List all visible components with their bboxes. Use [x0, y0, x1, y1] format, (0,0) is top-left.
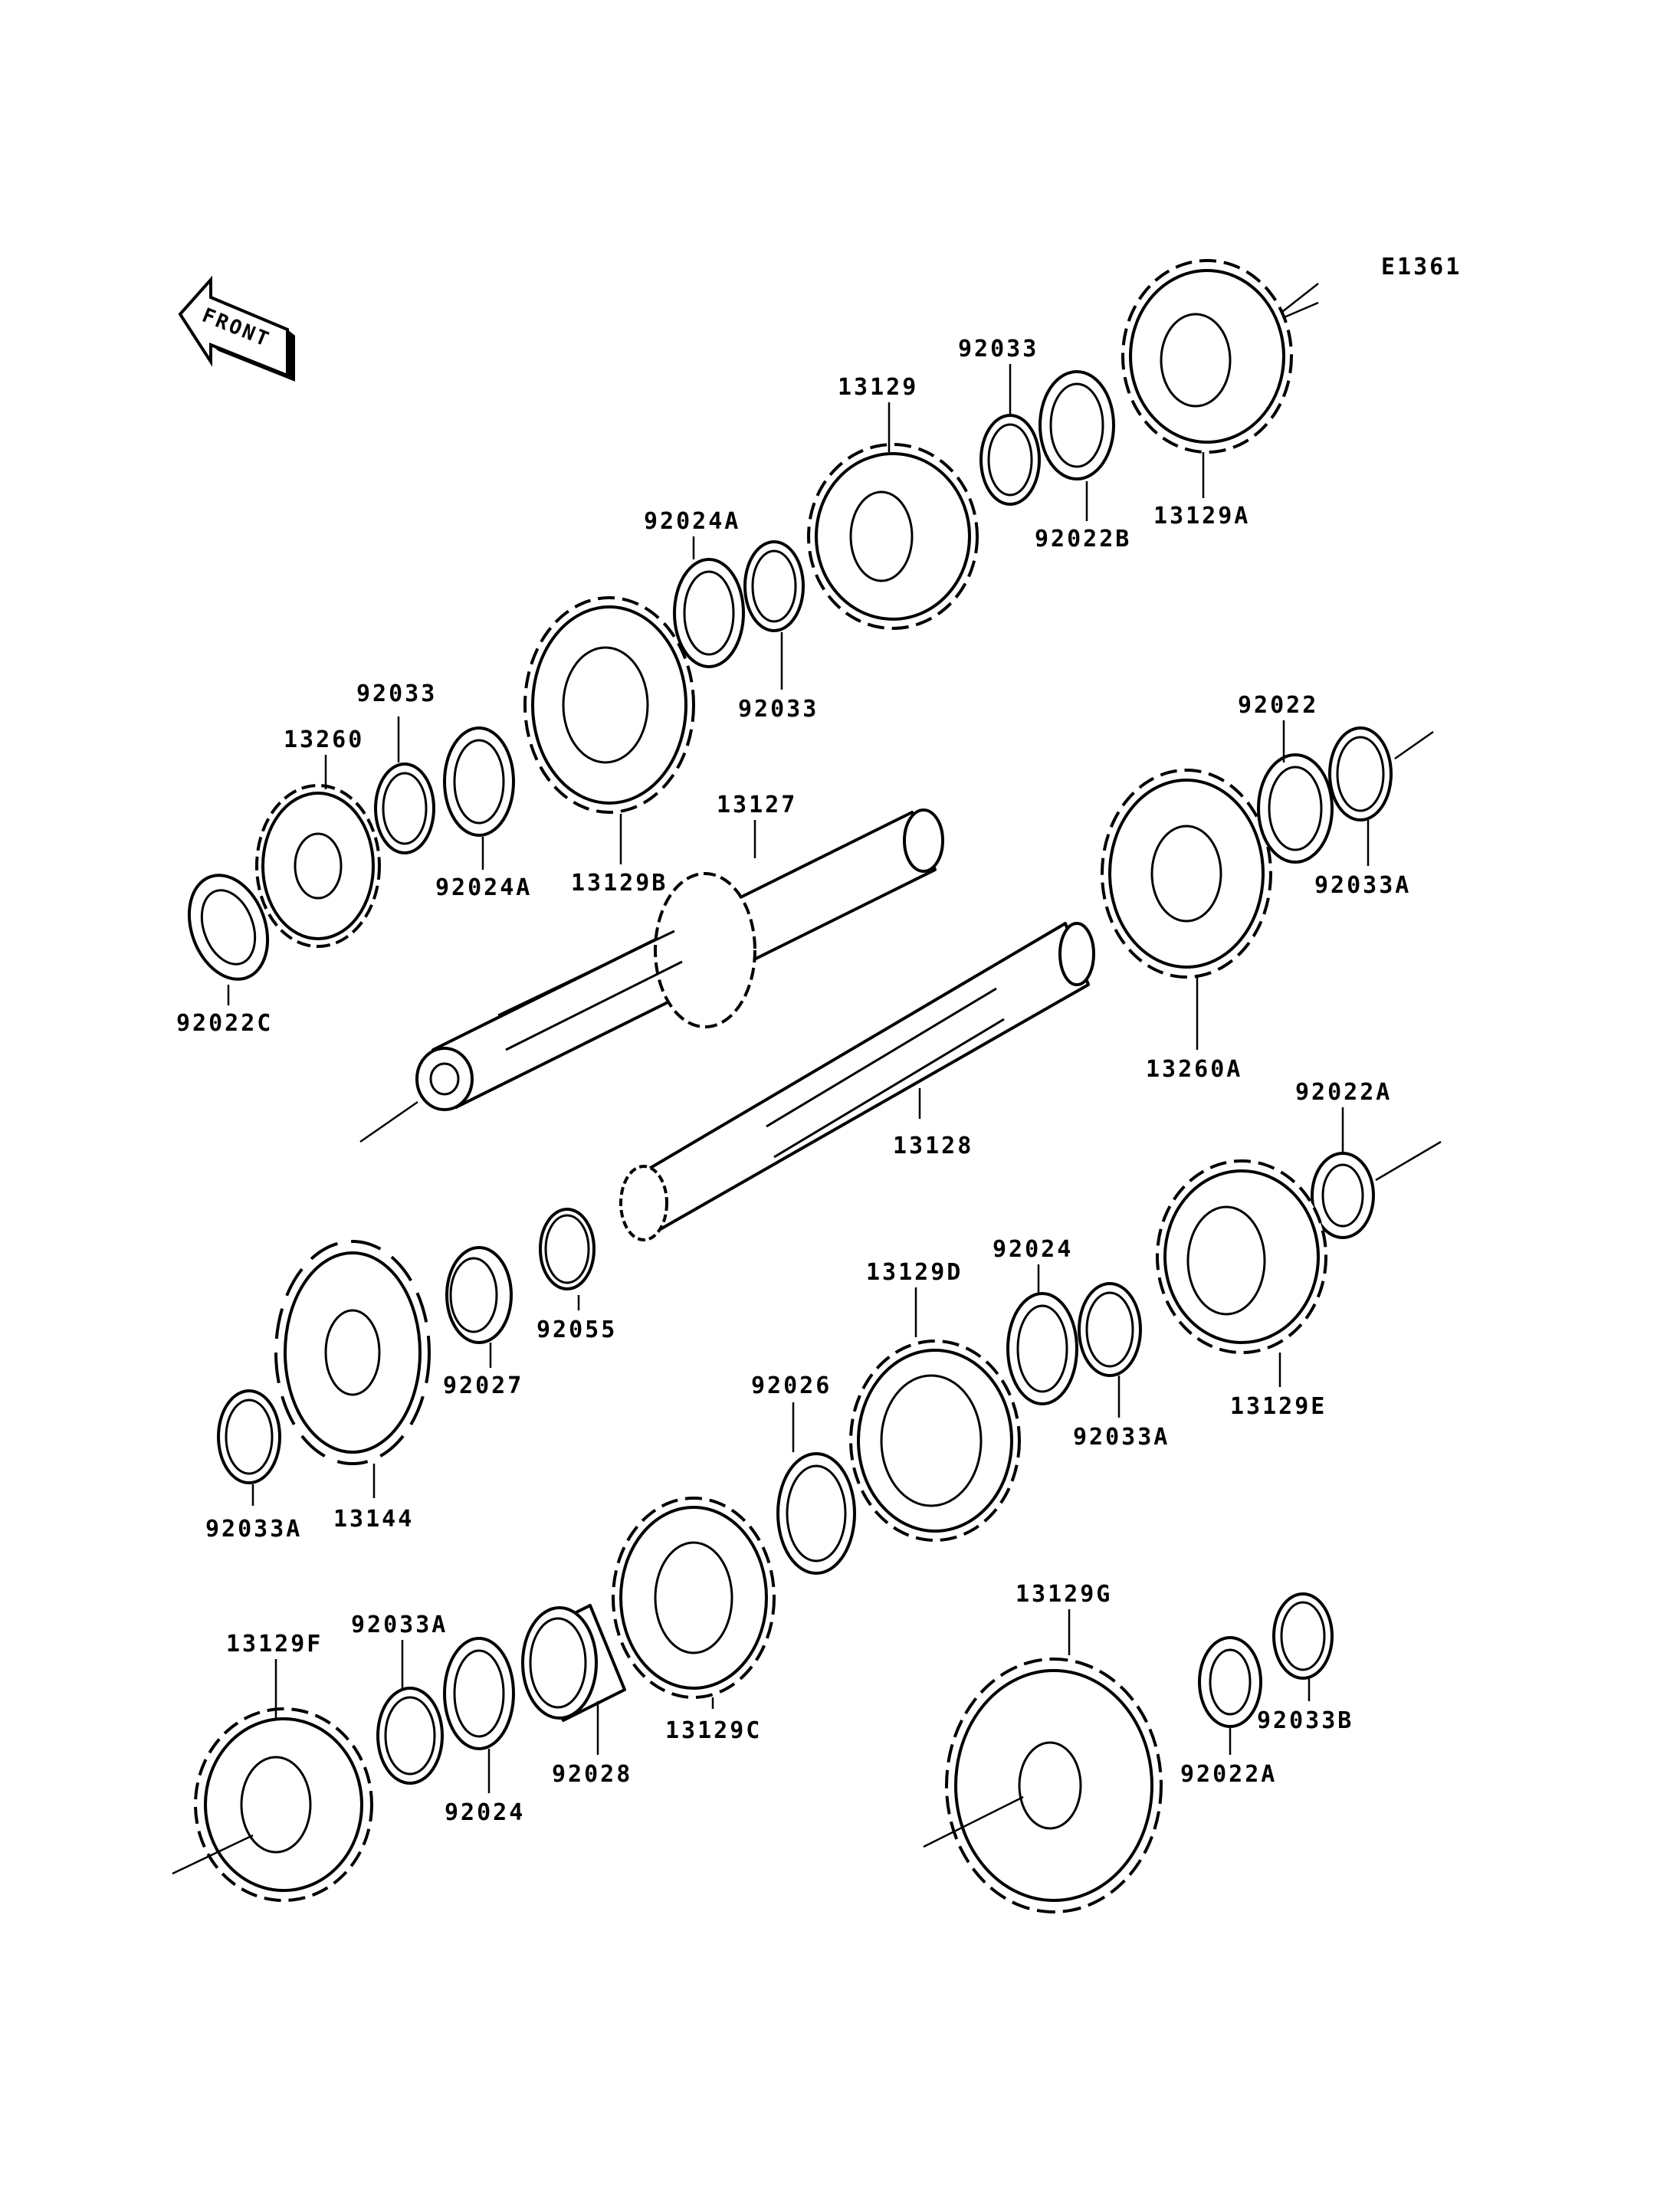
washer-92022B — [1039, 370, 1115, 480]
shaft-13127 — [415, 808, 944, 1111]
washer-92024-a — [1006, 1292, 1078, 1405]
label-92033-b: 92033 — [738, 696, 819, 723]
ring-92055 — [539, 1208, 596, 1290]
circlip-92033A-d — [376, 1687, 444, 1785]
label-92022B: 92022B — [1035, 526, 1131, 553]
gear-13260 — [255, 784, 381, 948]
washer-92026 — [776, 1452, 856, 1575]
washer-92022A-a — [1311, 1152, 1375, 1239]
axis-line — [1394, 730, 1434, 760]
label-13260: 13260 — [284, 726, 364, 753]
washer-92024-b — [443, 1637, 515, 1750]
bushing-92027 — [445, 1246, 513, 1344]
axis-line — [359, 1100, 418, 1143]
label-92033A-a: 92033A — [1314, 872, 1411, 899]
sprocket-13144 — [274, 1240, 431, 1465]
label-13129D: 13129D — [866, 1259, 963, 1286]
gear-13129 — [807, 443, 979, 630]
washer-92022 — [1257, 753, 1334, 864]
label-13129: 13129 — [838, 374, 918, 401]
label-92024A-a: 92024A — [435, 874, 532, 901]
circlip-92033-b — [743, 540, 805, 632]
label-92033-c: 92033 — [958, 336, 1039, 362]
circlip-92033B — [1272, 1592, 1334, 1680]
washer-92024A-b — [673, 558, 745, 668]
label-13128: 13128 — [893, 1133, 973, 1159]
circlip-92033A-b — [217, 1389, 281, 1484]
washer-92022C — [187, 874, 270, 981]
label-92033B: 92033B — [1257, 1707, 1354, 1734]
label-92026: 92026 — [751, 1372, 832, 1399]
label-92033-a: 92033 — [356, 680, 437, 707]
circlip-92033A-a — [1328, 726, 1393, 821]
label-13129A: 13129A — [1153, 503, 1250, 530]
gear-13129B — [523, 596, 695, 814]
label-92022A-b: 92022A — [1180, 1761, 1277, 1788]
label-92033A-d: 92033A — [351, 1612, 448, 1638]
label-92028: 92028 — [552, 1761, 632, 1788]
label-13260A: 13260A — [1146, 1056, 1242, 1083]
label-92022C: 92022C — [176, 1010, 273, 1037]
front-arrow-icon: FRONT — [178, 275, 295, 382]
label-92024A-b: 92024A — [644, 508, 740, 535]
label-92033A-c: 92033A — [1073, 1424, 1170, 1451]
gear-13129C — [612, 1497, 776, 1699]
gear-13129F — [194, 1707, 373, 1902]
washer-92022A-b — [1198, 1636, 1262, 1728]
gear-13129G — [945, 1658, 1163, 1913]
label-13129F: 13129F — [226, 1631, 323, 1658]
label-13144: 13144 — [333, 1506, 414, 1533]
gear-13129A — [1121, 259, 1293, 454]
gear-13129D — [849, 1340, 1021, 1542]
circlip-92033-c — [979, 414, 1041, 506]
label-13129E: 13129E — [1230, 1393, 1327, 1420]
label-92022A-a: 92022A — [1295, 1079, 1392, 1106]
label-92024-b: 92024 — [445, 1799, 525, 1826]
diagram-code: E1361 — [1381, 254, 1462, 280]
axis-line — [172, 1834, 254, 1875]
label-13129G: 13129G — [1016, 1581, 1112, 1608]
bushing-92028 — [521, 1604, 626, 1722]
shaft-13128 — [619, 922, 1095, 1241]
label-92055: 92055 — [536, 1317, 617, 1343]
washer-92024A-a — [443, 726, 515, 837]
label-13129C: 13129C — [665, 1717, 762, 1744]
label-92027: 92027 — [443, 1372, 523, 1399]
gear-13260A — [1101, 769, 1272, 979]
axis-line — [1375, 1140, 1442, 1182]
circlip-92033-a — [374, 762, 435, 854]
label-92033A-b: 92033A — [205, 1516, 302, 1543]
label-92022: 92022 — [1238, 692, 1318, 719]
label-13127: 13127 — [717, 792, 797, 818]
gear-13129E — [1156, 1159, 1327, 1354]
label-13129B: 13129B — [571, 870, 668, 897]
axis-line — [923, 1795, 1024, 1848]
circlip-92033A-c — [1078, 1282, 1142, 1377]
label-92024-a: 92024 — [993, 1236, 1073, 1263]
